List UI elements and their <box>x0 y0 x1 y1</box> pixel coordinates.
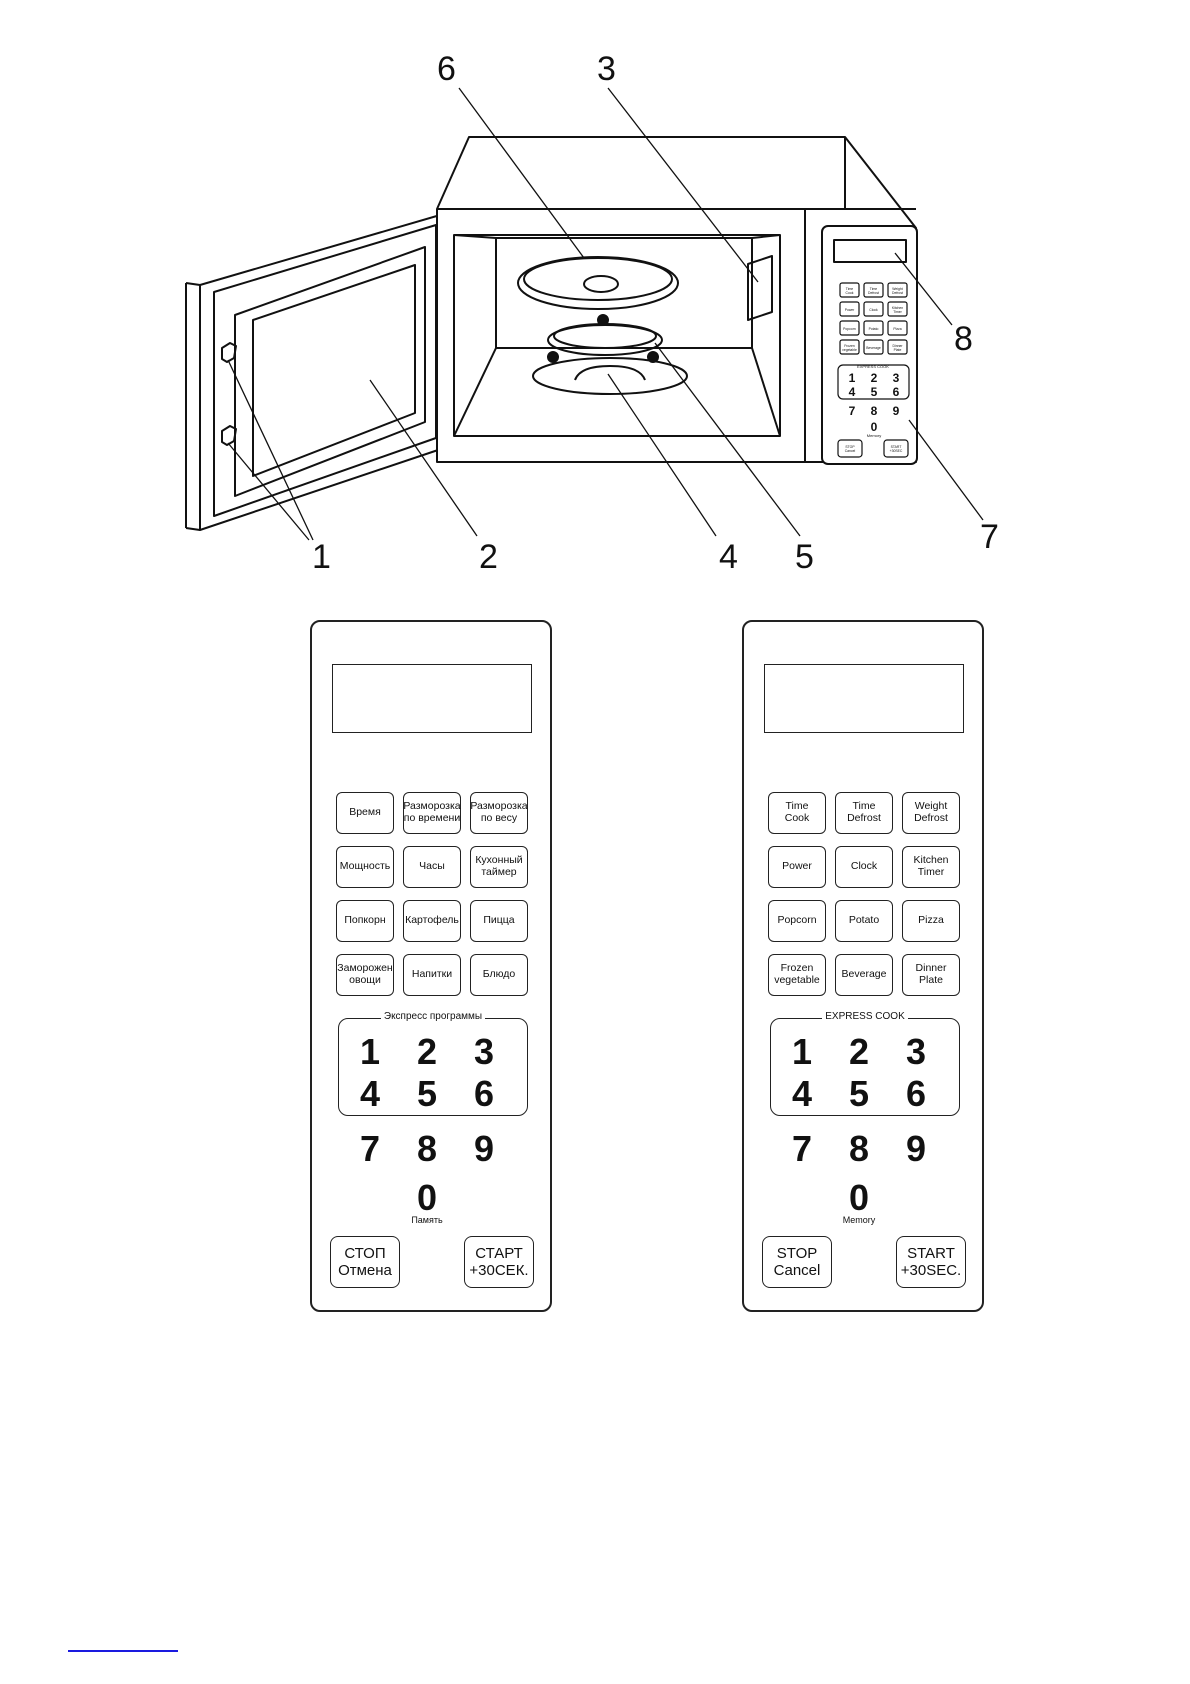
mini-digit-3: 3 <box>893 371 900 385</box>
mini-memory-label: Memory <box>867 433 881 438</box>
callout-5: 5 <box>795 538 814 576</box>
btn-chasy[interactable]: Часы <box>403 846 461 888</box>
memory-label: Memory <box>842 1215 876 1225</box>
mini-btn-power: Power <box>845 308 855 312</box>
stop-cancel-button[interactable]: СТОП Отмена <box>330 1236 400 1288</box>
mini-digit-2: 2 <box>871 371 878 385</box>
btn-napitki[interactable]: Напитки <box>403 954 461 996</box>
btn-kartofel[interactable]: Картофель <box>403 900 461 942</box>
callout-6: 6 <box>437 50 456 88</box>
mini-btn-popcorn: Popcorn <box>843 327 856 331</box>
digit-0[interactable]: 0 <box>416 1177 438 1218</box>
digit-5[interactable]: 5 <box>848 1073 870 1114</box>
btn-zamorozhen-ovoshchi[interactable]: Заморожен овощи <box>336 954 394 996</box>
btn-frozen-vegetable[interactable]: Frozen vegetable <box>768 954 826 996</box>
digit-4[interactable]: 4 <box>359 1073 381 1114</box>
callout-1: 1 <box>312 538 331 576</box>
digit-8[interactable]: 8 <box>848 1128 870 1169</box>
btn-pitstsa[interactable]: Пицца <box>470 900 528 942</box>
mini-digit-6: 6 <box>893 385 900 399</box>
door <box>185 212 448 531</box>
mini-btn-clock: Clock <box>869 308 878 312</box>
digit-1[interactable]: 1 <box>791 1031 813 1072</box>
btn-pizza[interactable]: Pizza <box>902 900 960 942</box>
mini-express-label: EXPRESS COOK <box>857 364 889 369</box>
btn-blyudo[interactable]: Блюдо <box>470 954 528 996</box>
mini-digit-7: 7 <box>849 404 856 418</box>
callout-3: 3 <box>597 50 616 88</box>
control-panel-russian: Время Разморозка по времени Разморозка п… <box>310 620 552 1312</box>
digit-4[interactable]: 4 <box>791 1073 813 1114</box>
digit-3[interactable]: 3 <box>473 1031 495 1072</box>
btn-razmorozka-po-vremeni[interactable]: Разморозка по времени <box>403 792 461 834</box>
mini-btn-pizza: Pizza <box>893 327 901 331</box>
digit-0[interactable]: 0 <box>848 1177 870 1218</box>
mini-digit-0: 0 <box>871 420 878 434</box>
digit-3[interactable]: 3 <box>905 1031 927 1072</box>
mini-btn-beverage: Beverage <box>866 346 881 350</box>
leader-lines <box>227 87 984 541</box>
digit-9[interactable]: 9 <box>473 1128 495 1169</box>
btn-kukhonnyy-taymer[interactable]: Кухонный таймер <box>470 846 528 888</box>
btn-razmorozka-po-vesu[interactable]: Разморозка по весу <box>470 792 528 834</box>
btn-vremya[interactable]: Время <box>336 792 394 834</box>
digit-9[interactable]: 9 <box>905 1128 927 1169</box>
btn-kitchen-timer[interactable]: Kitchen Timer <box>902 846 960 888</box>
callout-2: 2 <box>479 538 498 576</box>
callout-7: 7 <box>980 518 999 556</box>
digit-8[interactable]: 8 <box>416 1128 438 1169</box>
start-30sec-button[interactable]: СТАРТ +30СЕК. <box>464 1236 534 1288</box>
microwave-body <box>436 136 918 465</box>
mini-digit-8: 8 <box>871 404 878 418</box>
callout-4: 4 <box>719 538 738 576</box>
mini-digit-9: 9 <box>893 404 900 418</box>
mini-btn-potato: Potato <box>869 327 879 331</box>
express-cook-label: Экспресс программы <box>380 1011 486 1022</box>
btn-time-cook[interactable]: Time Cook <box>768 792 826 834</box>
mini-digit-5: 5 <box>871 385 878 399</box>
express-cook-group: EXPRESS COOK <box>770 1011 960 1116</box>
start-30sec-button[interactable]: START +30SEC. <box>896 1236 966 1288</box>
btn-dinner-plate[interactable]: Dinner Plate <box>902 954 960 996</box>
mini-panel-buttons <box>837 282 910 458</box>
digit-7[interactable]: 7 <box>791 1128 813 1169</box>
digit-6[interactable]: 6 <box>905 1073 927 1114</box>
control-panel-english: Time Cook Time Defrost Weight Defrost Po… <box>742 620 984 1312</box>
display-window <box>332 664 532 733</box>
btn-power[interactable]: Power <box>768 846 826 888</box>
digit-7[interactable]: 7 <box>359 1128 381 1169</box>
digit-1[interactable]: 1 <box>359 1031 381 1072</box>
btn-weight-defrost[interactable]: Weight Defrost <box>902 792 960 834</box>
digit-5[interactable]: 5 <box>416 1073 438 1114</box>
mini-digit-4: 4 <box>849 385 856 399</box>
btn-time-defrost[interactable]: Time Defrost <box>835 792 893 834</box>
mini-digit-1: 1 <box>849 371 856 385</box>
microwave-illustration: EXPRESS COOK 1 2 3 4 5 6 7 8 9 0 Memory … <box>185 87 984 541</box>
door-latches <box>221 342 237 446</box>
stop-cancel-button[interactable]: STOP Cancel <box>762 1236 832 1288</box>
mini-start-button: START+30SEC <box>890 445 903 453</box>
express-cook-group: Экспресс программы <box>338 1011 528 1116</box>
memory-label: Память <box>411 1215 443 1225</box>
digit-2[interactable]: 2 <box>848 1031 870 1072</box>
express-cook-label: EXPRESS COOK <box>822 1011 908 1022</box>
btn-clock[interactable]: Clock <box>835 846 893 888</box>
btn-popkorn[interactable]: Попкорн <box>336 900 394 942</box>
btn-beverage[interactable]: Beverage <box>835 954 893 996</box>
digit-2[interactable]: 2 <box>416 1031 438 1072</box>
footer-link-underline[interactable] <box>68 1650 178 1652</box>
callout-8: 8 <box>954 320 973 358</box>
btn-popcorn[interactable]: Popcorn <box>768 900 826 942</box>
btn-moshchnost[interactable]: Мощность <box>336 846 394 888</box>
digit-6[interactable]: 6 <box>473 1073 495 1114</box>
btn-potato[interactable]: Potato <box>835 900 893 942</box>
display-window <box>764 664 964 733</box>
